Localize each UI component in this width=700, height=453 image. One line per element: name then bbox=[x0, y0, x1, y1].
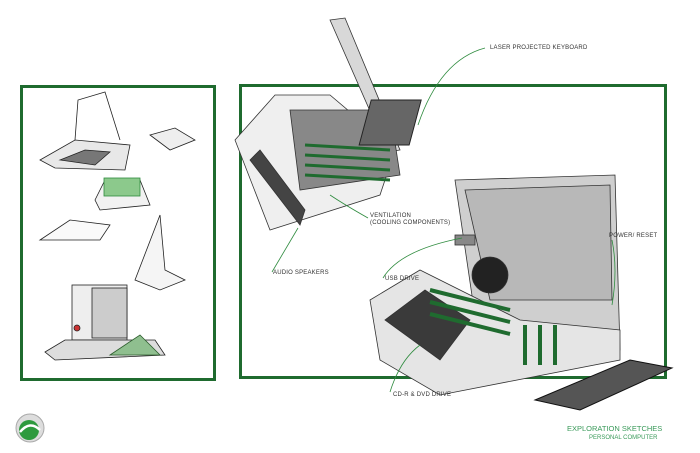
keyboard-large bbox=[533, 359, 674, 411]
keyboard-small bbox=[358, 99, 422, 146]
footer-title: EXPLORATION SKETCHES bbox=[567, 424, 663, 433]
label-ventilation: VENTILATION bbox=[370, 213, 412, 219]
label-ventilation-sub: (COOLING COMPONENTS) bbox=[370, 220, 451, 226]
label-audio-speakers: AUDIO SPEAKERS bbox=[273, 270, 329, 276]
label-power-reset: POWER/ RESET bbox=[609, 233, 658, 239]
footer-subtitle: PERSONAL COMPUTER bbox=[589, 435, 658, 441]
left-sketch-frame bbox=[20, 85, 216, 381]
leader-lines bbox=[271, 47, 616, 393]
label-cd-dvd-drive: CD-R & DVD DRIVE bbox=[393, 392, 452, 398]
label-laser-keyboard: LASER PROJECTED KEYBOARD bbox=[490, 45, 588, 51]
brand-logo bbox=[15, 413, 45, 443]
label-usb-drive: USB DRIVE bbox=[385, 276, 420, 282]
closed-computer-render bbox=[369, 174, 621, 396]
thumbnail-sketches bbox=[38, 91, 196, 361]
